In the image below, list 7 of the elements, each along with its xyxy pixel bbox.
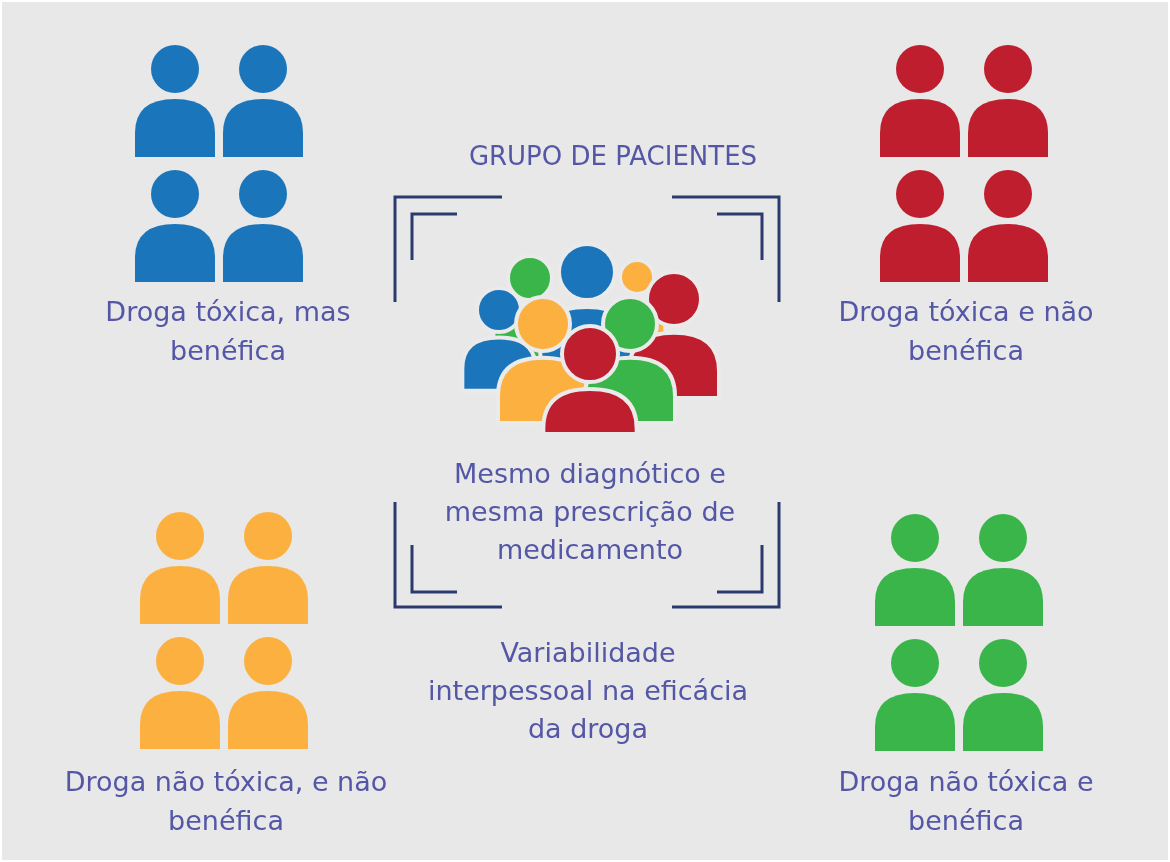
caption-text: Droga não tóxica, e não benéfica [63, 765, 389, 838]
caption-text: Mesmo diagnótico e mesma prescrição de medicamento [443, 457, 737, 567]
caption-text: Variabilidade interpessoal na eficácia da droga [426, 636, 750, 746]
caption-text: Droga não tóxica e benéfica [837, 765, 1095, 838]
title: GRUPO DE PACIENTES [467, 140, 759, 173]
caption-text: Droga tóxica e não benéfica [837, 295, 1095, 368]
caption-text: Droga tóxica, mas benéfica [104, 295, 352, 368]
